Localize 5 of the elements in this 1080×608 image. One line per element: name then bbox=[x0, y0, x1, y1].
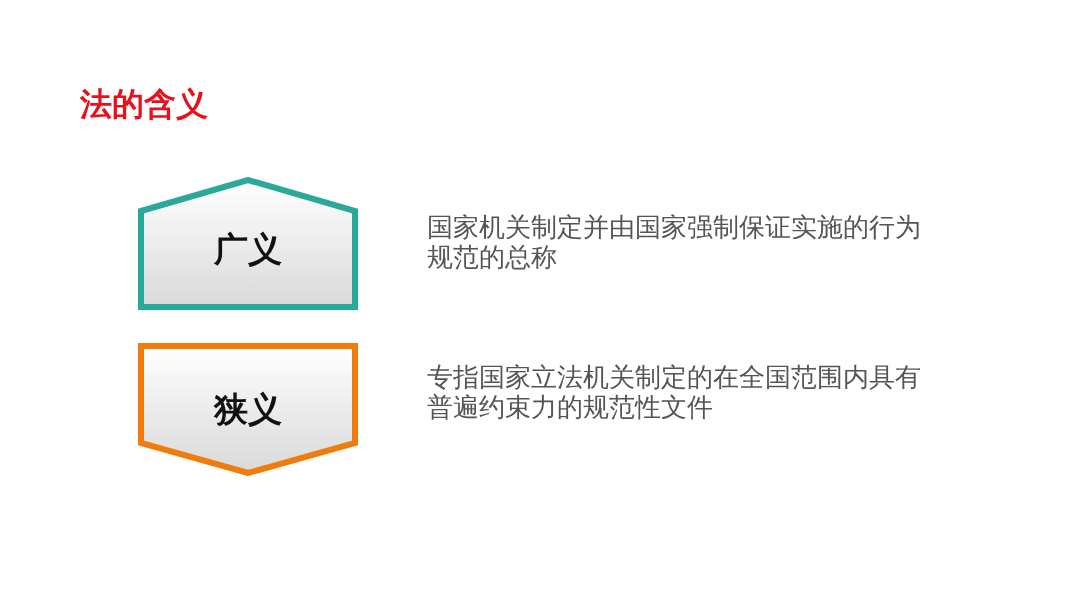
title: 法的含义 bbox=[80, 84, 208, 124]
definition-text: 专指国家立法机关制定的在全国范围内具有普遍约束力的规范性文件 bbox=[427, 362, 922, 422]
term-label: 狭义 bbox=[212, 389, 283, 429]
definition-text: 国家机关制定并由国家强制保证实施的行为规范的总称 bbox=[427, 212, 922, 272]
term-label: 广义 bbox=[213, 229, 283, 269]
